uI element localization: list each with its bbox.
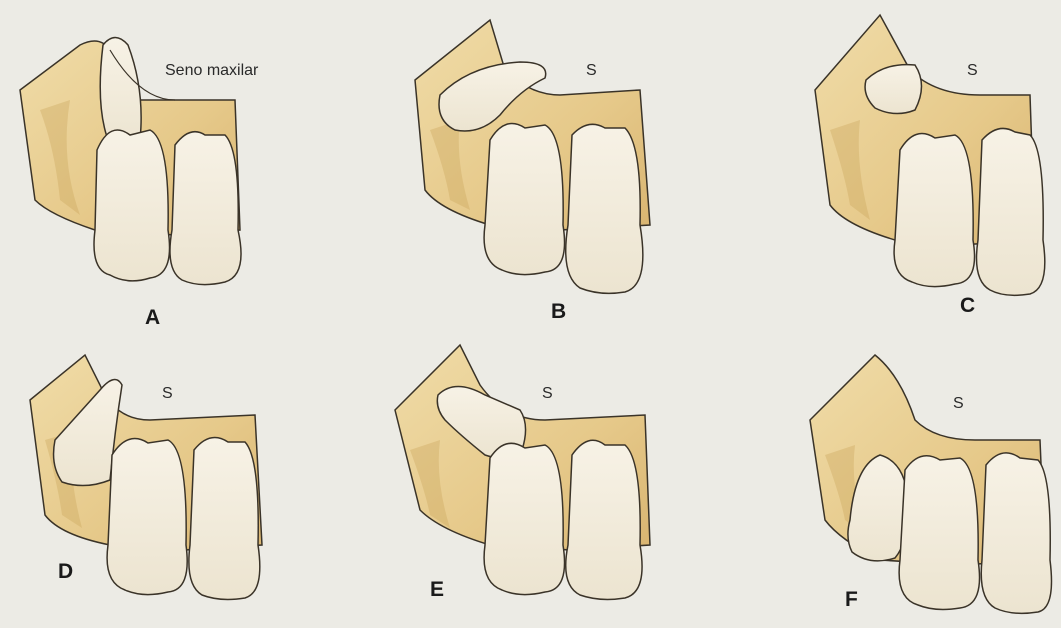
panel-a-tooth-1	[94, 130, 170, 281]
panel-c-sinus-label: S	[967, 62, 978, 80]
panel-e-letter: E	[430, 578, 444, 602]
panel-f-letter: F	[845, 588, 858, 612]
panel-b-tooth-2	[566, 124, 643, 293]
panel-b-tooth-1	[484, 124, 564, 275]
panel-e-sinus-label: S	[542, 385, 553, 403]
panel-c-tooth-1	[894, 134, 974, 287]
panel-f-sinus-label: S	[953, 395, 964, 413]
panel-a-letter: A	[145, 306, 160, 330]
panel-d-tooth-1	[107, 439, 187, 595]
panel-b-drawing	[415, 20, 650, 293]
panel-d-sinus-label: S	[162, 385, 173, 403]
panel-e-tooth-2	[566, 440, 642, 599]
panel-c-letter: C	[960, 294, 975, 318]
panel-f-drawing	[810, 355, 1052, 613]
panel-e-drawing	[395, 345, 650, 599]
panel-a-tooth-2	[170, 132, 241, 285]
panel-a-sinus-label: Seno maxilar	[165, 62, 258, 80]
panel-f-tooth-2	[981, 453, 1051, 613]
panel-c-drawing	[815, 15, 1045, 295]
panel-b-letter: B	[551, 300, 566, 324]
panel-f-tooth-1	[899, 456, 979, 610]
panel-e-tooth-1	[484, 443, 564, 594]
panel-b-sinus-label: S	[586, 62, 597, 80]
panel-d-tooth-2	[189, 438, 260, 600]
panel-c-tooth-2	[977, 128, 1045, 295]
panel-d-letter: D	[58, 560, 73, 584]
